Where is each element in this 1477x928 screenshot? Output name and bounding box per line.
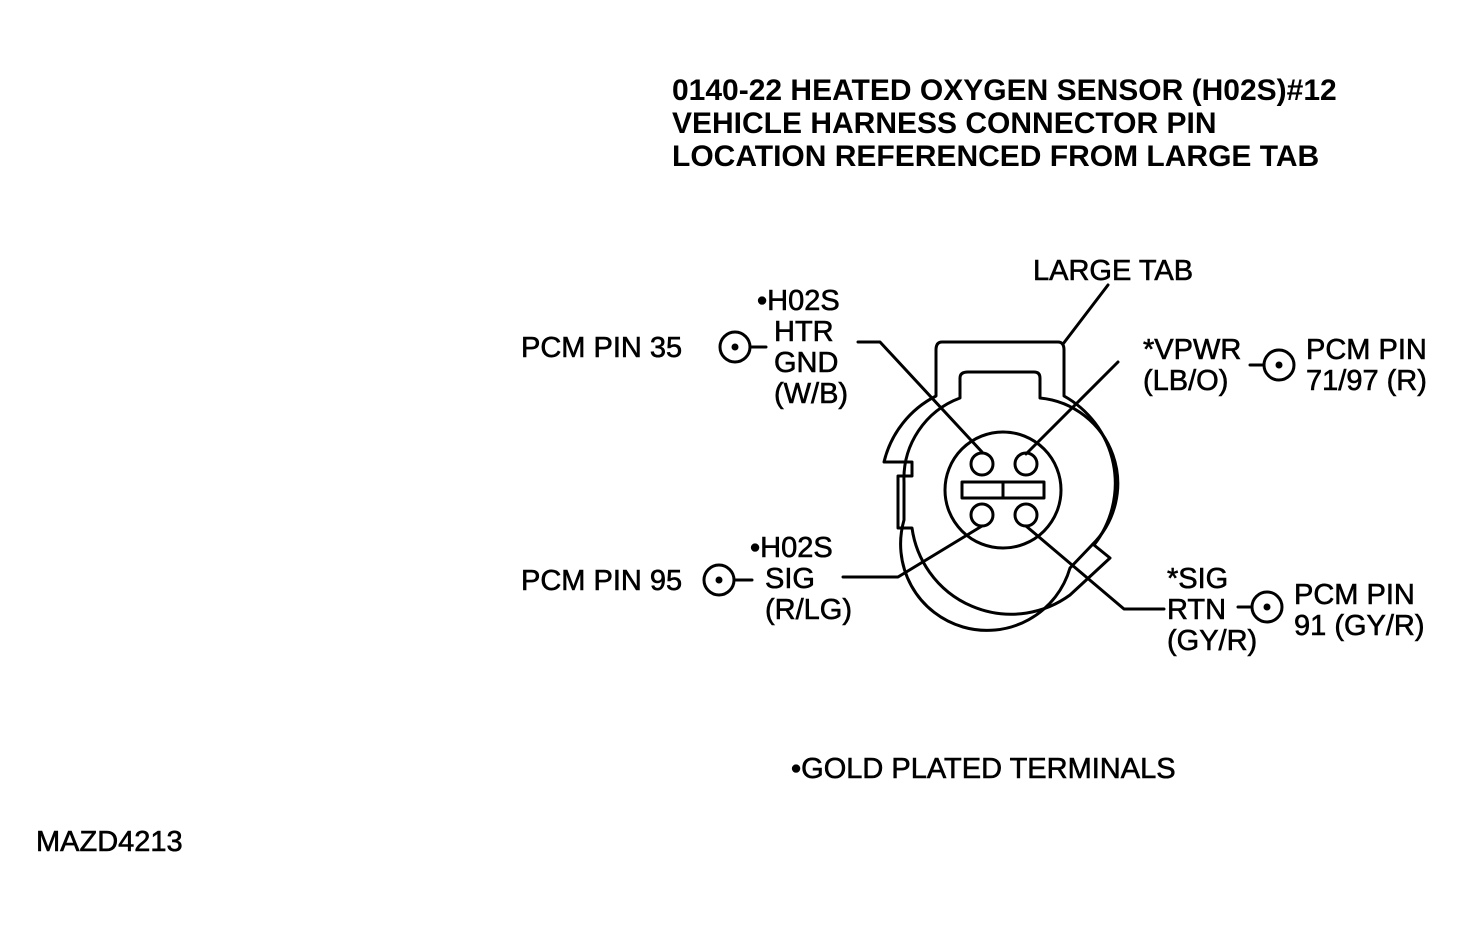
- pcm-pin-91-line-2: 91 (GY/R): [1294, 610, 1425, 642]
- htr-gnd-line-1: •H02S: [757, 285, 840, 317]
- terminal-vpwr: [1013, 451, 1039, 477]
- title-line-1: 0140-22 HEATED OXYGEN SENSOR (H02S)#12: [672, 74, 1337, 107]
- leader-htr-gnd: [856, 340, 984, 454]
- htr-gnd-line-4: (W/B): [774, 378, 849, 410]
- pcm-pin-91-center-dot: [1263, 603, 1271, 611]
- title-line-2: VEHICLE HARNESS CONNECTOR PIN: [672, 107, 1217, 140]
- pcm-pin-91-line-1: PCM PIN: [1294, 579, 1415, 611]
- pcm-pin-71-center-dot: [1275, 361, 1283, 369]
- sig-line-3: (R/LG): [765, 594, 853, 626]
- connector-inner-outline: [899, 370, 1120, 632]
- diagram-title: 0140-22 HEATED OXYGEN SENSOR (H02S)#12 V…: [672, 74, 1337, 173]
- sig-rtn-line-2: RTN: [1167, 594, 1227, 626]
- pcm-pin-71-line-2: 71/97 (R): [1306, 365, 1427, 397]
- pcm-pin-35-label: PCM PIN 35: [521, 332, 683, 364]
- sig-line-1: •H02S: [750, 532, 833, 564]
- vpwr-line-2: (LB/O): [1143, 365, 1229, 397]
- pcm-pin-35-center-dot: [731, 343, 739, 351]
- terminal-bridge: [960, 480, 1046, 500]
- leader-vpwr: [1024, 360, 1120, 456]
- gold-plated-legend: •GOLD PLATED TERMINALS: [791, 753, 1176, 785]
- terminal-htr-gnd: [969, 451, 995, 477]
- pcm-pin-71-line-1: PCM PIN: [1306, 334, 1427, 366]
- title-line-3: LOCATION REFERENCED FROM LARGE TAB: [672, 140, 1320, 173]
- figure-code: MAZD4213: [36, 826, 183, 858]
- large-tab-label: LARGE TAB: [1033, 255, 1194, 287]
- htr-gnd-line-2: HTR: [774, 316, 834, 348]
- sig-rtn-wire-label: *SIG RTN (GY/R): [1167, 563, 1258, 657]
- pcm-pin-91-label: PCM PIN 91 (GY/R): [1294, 579, 1425, 642]
- htr-gnd-line-3: GND: [774, 347, 839, 379]
- sig-wire-label: •H02S SIG (R/LG): [750, 532, 853, 626]
- pcm-pin-95-center-dot: [715, 576, 723, 584]
- leader-large-tab: [1061, 283, 1110, 346]
- leader-sig-rtn: [1024, 524, 1166, 611]
- pcm-pin-95-label: PCM PIN 95: [521, 565, 683, 597]
- htr-gnd-wire-label: •H02S HTR GND (W/B): [757, 285, 849, 410]
- pcm-pin-71-97-label: PCM PIN 71/97 (R): [1306, 334, 1427, 397]
- terminal-cavity: [943, 430, 1063, 550]
- leader-sig: [841, 524, 984, 579]
- connector-housing-outline: [882, 340, 1117, 616]
- sig-rtn-line-3: (GY/R): [1167, 625, 1258, 657]
- vpwr-wire-label: *VPWR (LB/O): [1143, 334, 1242, 397]
- sig-rtn-line-1: *SIG: [1167, 563, 1229, 595]
- sig-line-2: SIG: [765, 563, 816, 595]
- vpwr-line-1: *VPWR: [1143, 334, 1242, 366]
- terminal-sig-rtn: [1013, 502, 1039, 528]
- terminal-sig: [969, 502, 995, 528]
